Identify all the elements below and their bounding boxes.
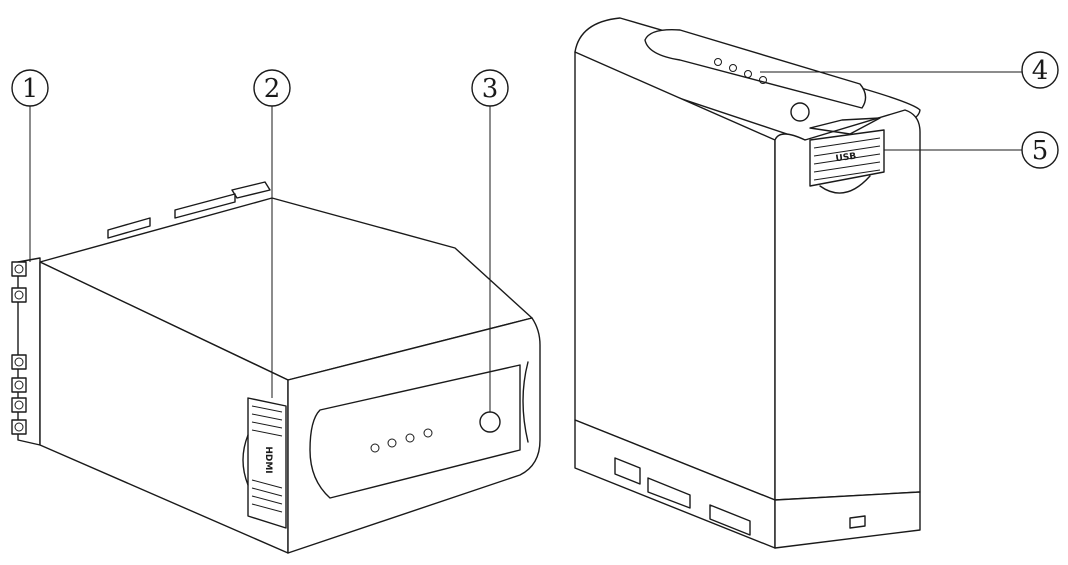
right-battery-check-button — [790, 102, 810, 122]
right-battery-base-slots — [614, 457, 866, 536]
callout-5-label: 5 — [1032, 136, 1049, 166]
right-battery: USB — [574, 17, 921, 549]
right-battery-right-face — [774, 109, 921, 501]
right-battery-usb-label: USB — [835, 152, 857, 165]
callout-1: 1 — [11, 69, 49, 262]
left-battery-terminals — [11, 261, 27, 435]
right-battery-top-led-window — [644, 29, 867, 109]
left-battery-led-indicators — [370, 428, 433, 453]
right-battery-base-right — [774, 491, 921, 549]
callout-2-label: 2 — [264, 74, 281, 104]
left-battery-latch — [522, 361, 529, 443]
callout-4: 4 — [760, 51, 1059, 89]
left-battery-hdmi-door — [247, 397, 287, 529]
callout-2: 2 — [253, 69, 291, 398]
right-battery-usb-hinge — [819, 175, 871, 194]
right-battery-usb-door-grille — [813, 137, 881, 181]
left-battery-top-rail-1 — [107, 217, 151, 239]
left-battery-led-window — [309, 364, 521, 499]
left-battery: HDMI — [11, 181, 541, 554]
left-battery-hdmi-door-grille — [251, 405, 283, 513]
left-battery-hdmi-label: HDMI — [263, 446, 273, 473]
callout-3: 3 — [471, 69, 509, 412]
right-battery-latch — [809, 117, 881, 135]
left-battery-top-rail-2 — [174, 193, 236, 219]
callout-4-label: 4 — [1032, 56, 1049, 86]
callout-5: 5 — [884, 131, 1059, 169]
left-battery-rear-plate — [17, 257, 41, 446]
right-battery-led-indicators — [714, 58, 767, 84]
callout-3-label: 3 — [482, 74, 499, 104]
left-battery-hdmi-hinge — [242, 434, 249, 486]
callout-1-label: 1 — [22, 74, 39, 104]
left-battery-check-button — [479, 411, 501, 433]
left-battery-top-rail-3 — [231, 181, 271, 199]
